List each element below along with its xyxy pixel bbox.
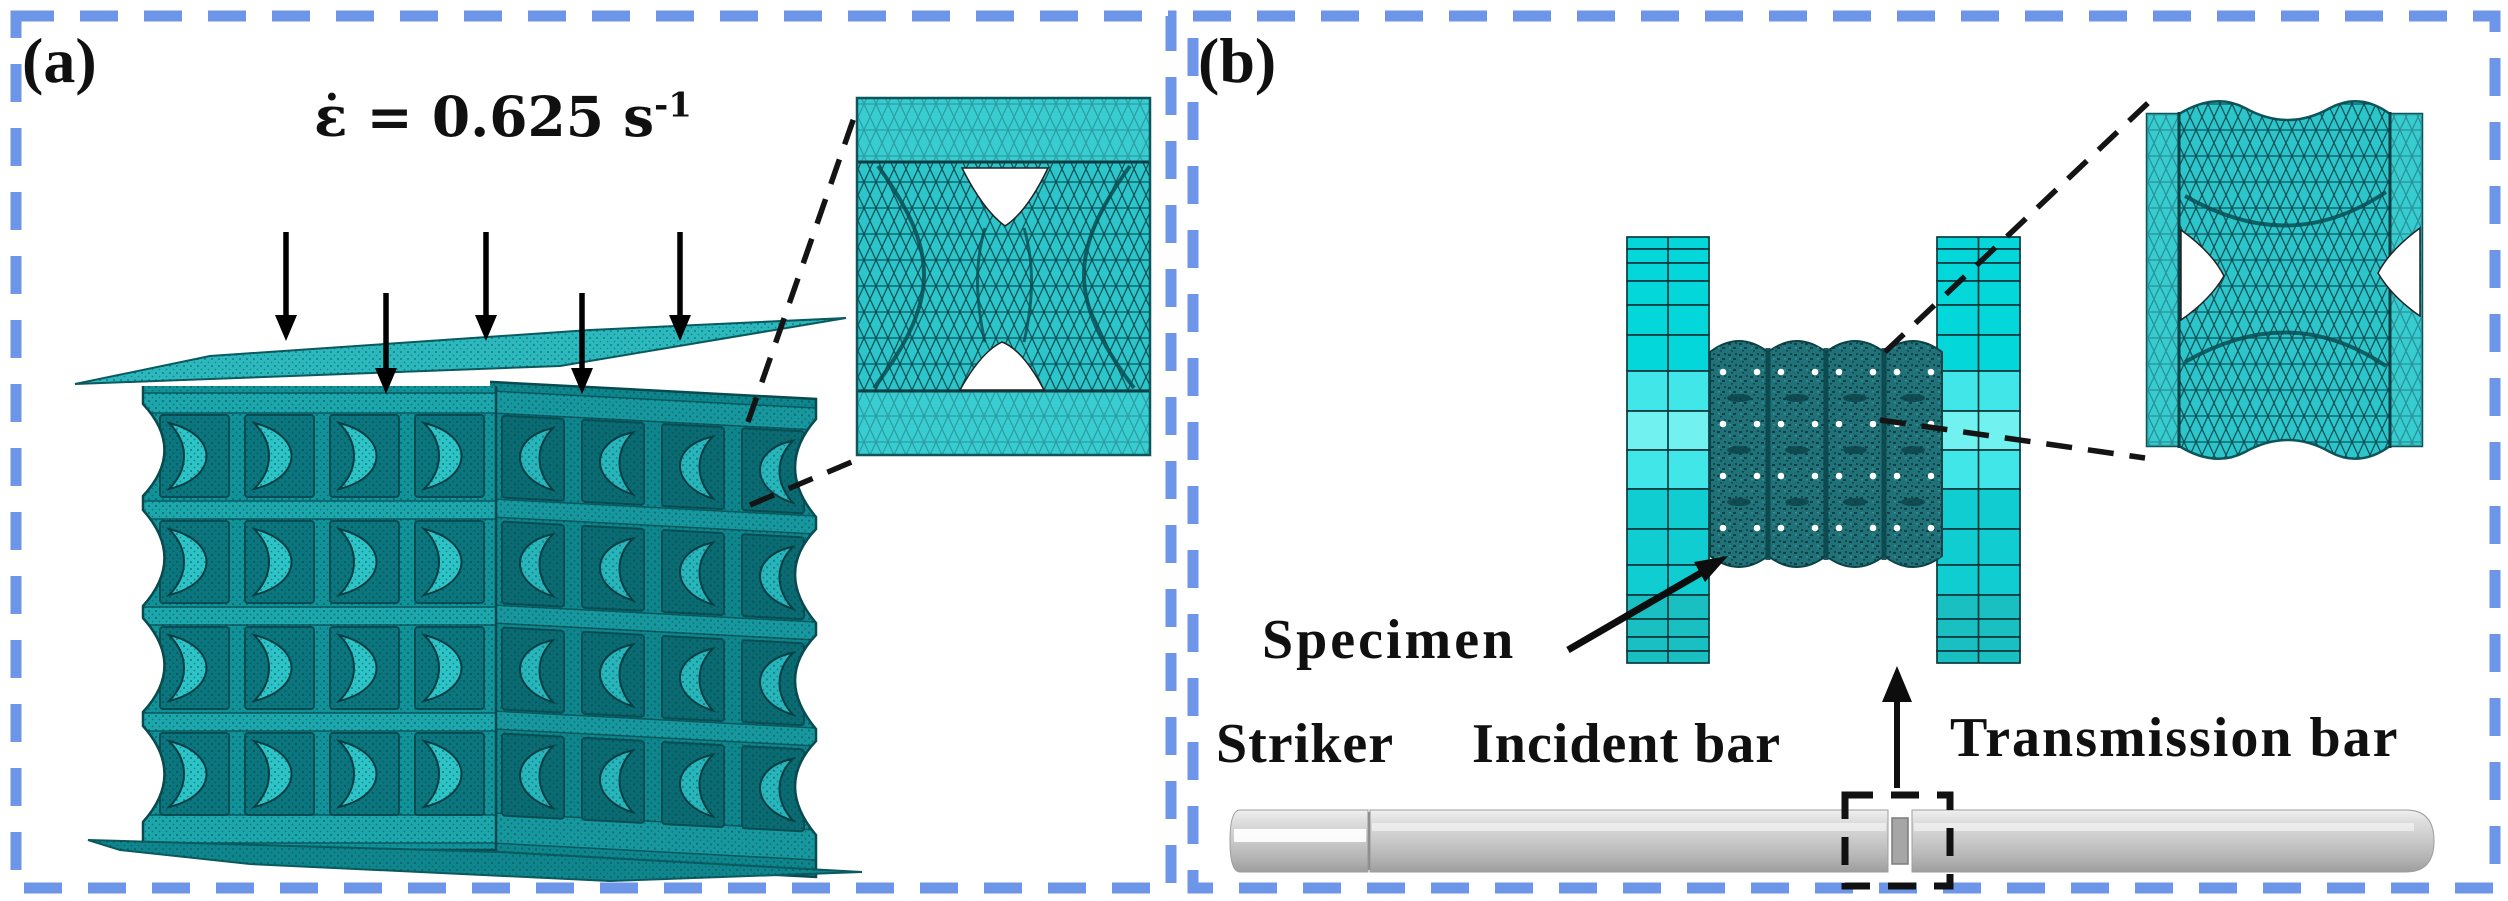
specimen-label: Specimen bbox=[1262, 609, 1517, 671]
incident-bar-mesh bbox=[1626, 236, 1710, 664]
specimen-shadow bbox=[1727, 498, 1751, 506]
compression-arrow-head bbox=[275, 315, 297, 341]
specimen-void-dot bbox=[1811, 524, 1819, 532]
void-right bbox=[2377, 226, 2421, 318]
specimen-shadow bbox=[1727, 394, 1751, 402]
specimen-void-dot bbox=[1893, 368, 1901, 376]
specimen-void-dot bbox=[1869, 472, 1877, 480]
specimen-void-dot bbox=[1753, 368, 1761, 376]
specimen-void-dot bbox=[1869, 524, 1877, 532]
shpb-rod-assembly bbox=[1229, 809, 2435, 873]
compression-arrow-icons bbox=[275, 232, 691, 394]
specimen-void-dot bbox=[1835, 368, 1843, 376]
specimen-void-dot bbox=[1811, 472, 1819, 480]
zoom-dashed-lines-b bbox=[1879, 100, 2151, 461]
cube-right-face bbox=[490, 380, 818, 879]
specimen-void-dot bbox=[1753, 524, 1761, 532]
pointer-up-arrow-icon bbox=[1882, 666, 1912, 788]
compression-plate-bottom-icon bbox=[87, 839, 863, 883]
specimen-void-dot bbox=[1777, 368, 1785, 376]
zoom-dashed-lines-a bbox=[745, 105, 861, 508]
void-bottom bbox=[958, 341, 1046, 391]
specimen-void-dot bbox=[1835, 524, 1843, 532]
specimen-void-dot bbox=[1777, 420, 1785, 428]
compression-plate-top-icon bbox=[74, 317, 847, 385]
specimen-mesh bbox=[1709, 340, 1943, 568]
unit-cell-inset-b bbox=[2145, 100, 2424, 460]
specimen-shadow bbox=[1785, 394, 1809, 402]
specimen-shadow bbox=[1843, 394, 1867, 402]
specimen-void-dot bbox=[1719, 472, 1727, 480]
transmission-bar-mesh bbox=[1936, 236, 2021, 664]
specimen-void-dot bbox=[1869, 420, 1877, 428]
compression-arrow-head bbox=[571, 368, 593, 394]
transmission-bar-label: Transmission bar bbox=[1950, 707, 2400, 769]
specimen-shadow bbox=[1727, 446, 1751, 454]
strain-rate-label: ε̇ = 0.625 s-1 bbox=[314, 84, 692, 149]
panel-b-label: (b) bbox=[1198, 25, 1277, 96]
specimen-void-dot bbox=[1719, 368, 1727, 376]
specimen-void-dot bbox=[1927, 472, 1935, 480]
unit-cell-inset-a bbox=[855, 96, 1152, 457]
specimen-void-dot bbox=[1869, 368, 1877, 376]
specimen-void-dot bbox=[1719, 420, 1727, 428]
specimen-on-rod bbox=[1891, 817, 1909, 865]
specimen-void-dot bbox=[1811, 368, 1819, 376]
specimen-void-dot bbox=[1719, 524, 1727, 532]
specimen-shadow bbox=[1843, 446, 1867, 454]
specimen-void-dot bbox=[1753, 472, 1761, 480]
void-top bbox=[960, 167, 1050, 227]
void-left bbox=[2180, 228, 2225, 322]
incident-rod bbox=[1369, 809, 1889, 873]
panel-a-border bbox=[10, 10, 1177, 894]
compression-arrow-head bbox=[475, 315, 497, 341]
specimen-void-dot bbox=[1811, 420, 1819, 428]
specimen-shadow bbox=[1843, 498, 1867, 506]
specimen-void-dot bbox=[1835, 420, 1843, 428]
specimen-shadow bbox=[1785, 498, 1809, 506]
striker-label: Striker bbox=[1216, 713, 1395, 775]
specimen-shadow bbox=[1901, 394, 1925, 402]
specimen-shadow bbox=[1785, 446, 1809, 454]
specimen-void-dot bbox=[1777, 472, 1785, 480]
transmission-rod bbox=[1911, 809, 2435, 873]
cube-front-face bbox=[141, 386, 498, 852]
specimen-void-dot bbox=[1927, 368, 1935, 376]
specimen-void-dot bbox=[1835, 472, 1843, 480]
specimen-shadow bbox=[1901, 446, 1925, 454]
incident-bar-label: Incident bar bbox=[1472, 713, 1782, 775]
specimen-void-dot bbox=[1753, 420, 1761, 428]
specimen-void-dot bbox=[1927, 524, 1935, 532]
panel-a-label: (a) bbox=[22, 25, 97, 96]
magnified-region-box bbox=[1841, 791, 1954, 890]
specimen-void-dot bbox=[1893, 472, 1901, 480]
strain-rate-exponent: -1 bbox=[654, 85, 692, 126]
compression-arrow-head bbox=[669, 315, 691, 341]
specimen-shadow bbox=[1901, 498, 1925, 506]
specimen-void-dot bbox=[1777, 524, 1785, 532]
compression-arrow-head bbox=[375, 368, 397, 394]
lattice-cube-mesh bbox=[141, 380, 818, 879]
specimen-void-dot bbox=[1893, 524, 1901, 532]
specimen-callout-arrow-icon bbox=[1566, 556, 1728, 654]
